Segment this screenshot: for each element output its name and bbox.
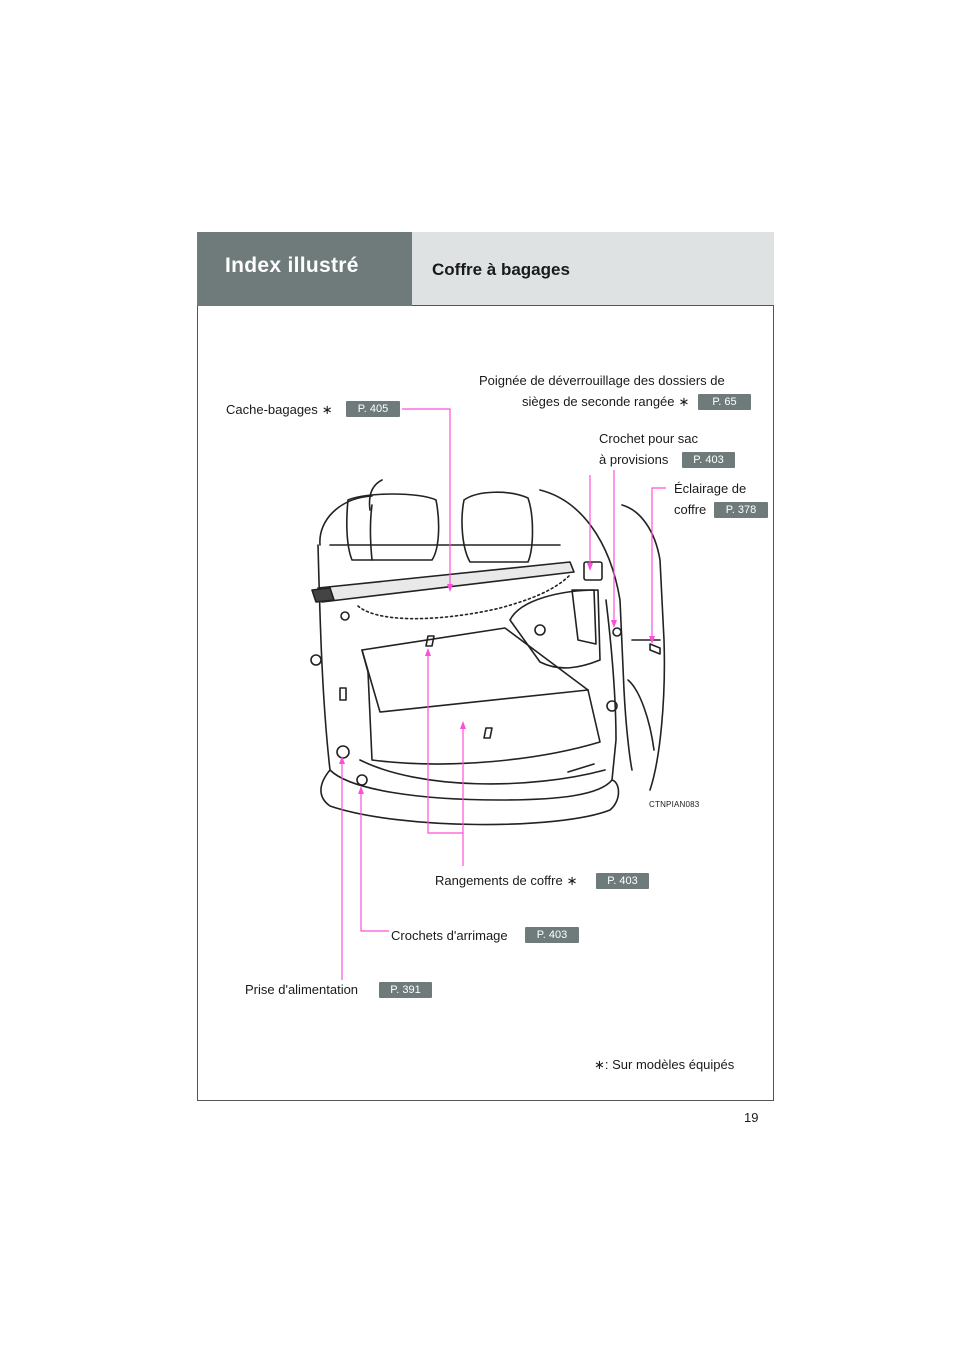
prise-page-ref[interactable]: P. 391 [379, 982, 432, 998]
rangements-page-ref[interactable]: P. 403 [596, 873, 649, 889]
prise-label: Prise d'alimentation [245, 982, 359, 997]
footnote-star: ∗ [594, 1057, 605, 1072]
poignee-label-line1: Poignée de déverrouillage des dossiers d… [479, 373, 725, 388]
title-bar: Coffre à bagages [412, 232, 774, 306]
footnote-text: : Sur modèles équipés [604, 1057, 735, 1072]
image-code: CTNPIAN083 [649, 800, 700, 809]
section-tab: Index illustré [197, 232, 412, 306]
poignee-label-line2: sièges de seconde rangée∗ [522, 394, 690, 409]
footnote: ∗: Sur modèles équipés [594, 1057, 734, 1073]
page-title: Coffre à bagages [432, 260, 570, 279]
eclairage-label-line2: coffre [674, 502, 707, 517]
crochet-sac-label-line1: Crochet pour sac [599, 431, 698, 446]
cache-bagages-page-ref[interactable]: P. 405 [346, 401, 400, 417]
crochets-arrimage-page-ref[interactable]: P. 403 [525, 927, 579, 943]
eclairage-page-ref[interactable]: P. 378 [714, 502, 768, 518]
page-number: 19 [744, 1110, 759, 1125]
crochet-sac-page-ref[interactable]: P. 403 [682, 452, 735, 468]
crochets-arrimage-label: Crochets d'arrimage [391, 928, 508, 943]
section-title: Index illustré [225, 254, 359, 277]
crochet-sac-label-line2: à provisions [599, 452, 669, 467]
eclairage-label-line1: Éclairage de [674, 481, 747, 496]
rangements-label: Rangements de coffre∗ [435, 873, 578, 888]
cache-bagages-label: Cache-bagages∗ [226, 402, 333, 417]
poignee-page-ref[interactable]: P. 65 [698, 394, 751, 410]
